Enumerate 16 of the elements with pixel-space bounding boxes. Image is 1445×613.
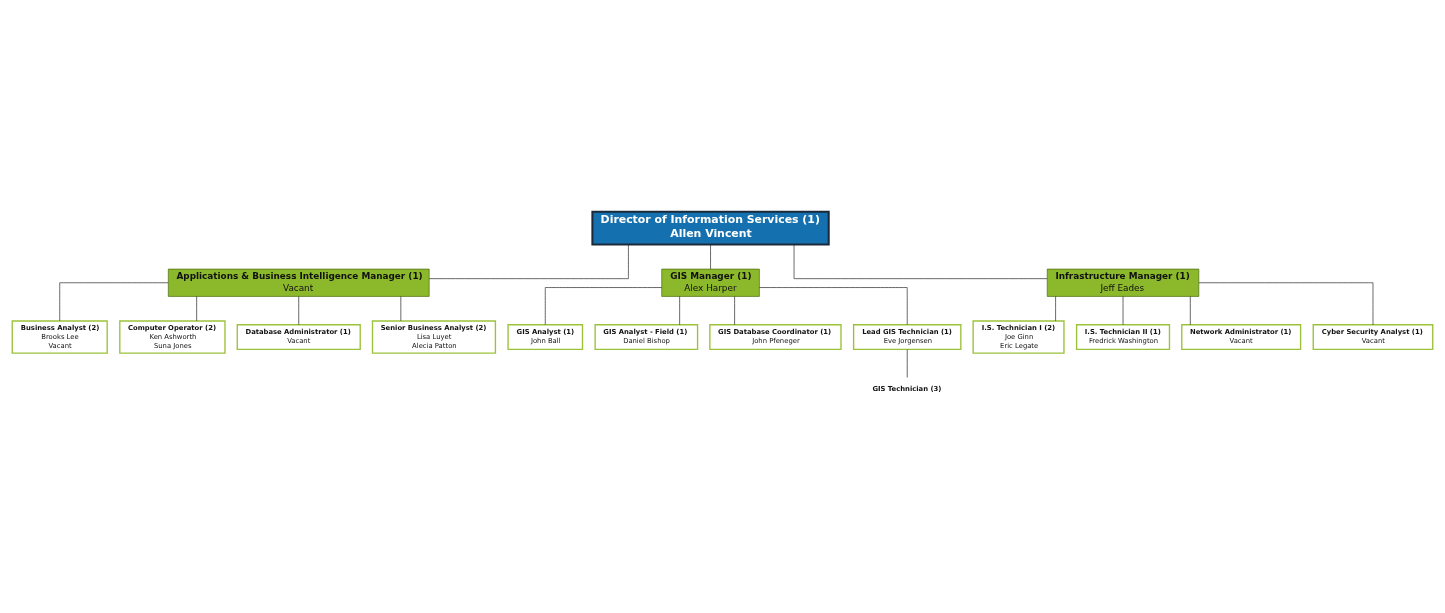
node-box: GIS Manager (1) Alex Harper: [661, 268, 760, 297]
connector: [759, 286, 908, 325]
connector: [1055, 295, 1056, 321]
node-box: Director of Information Services (1) Allen Vincent: [591, 210, 830, 246]
connector: [544, 286, 662, 325]
node-box: Applications & Business Intelligence Manager (1) Vacant: [167, 268, 430, 297]
connector: [793, 243, 1048, 279]
connector: [679, 295, 680, 325]
connector: [196, 295, 197, 321]
connector: [298, 295, 300, 325]
connector: [710, 243, 711, 269]
connector: [734, 295, 735, 325]
connector: [1189, 295, 1191, 325]
connector: [428, 243, 629, 279]
connector: [400, 295, 402, 321]
node-box: Infrastructure Manager (1) Jeff Eades: [1046, 268, 1200, 297]
